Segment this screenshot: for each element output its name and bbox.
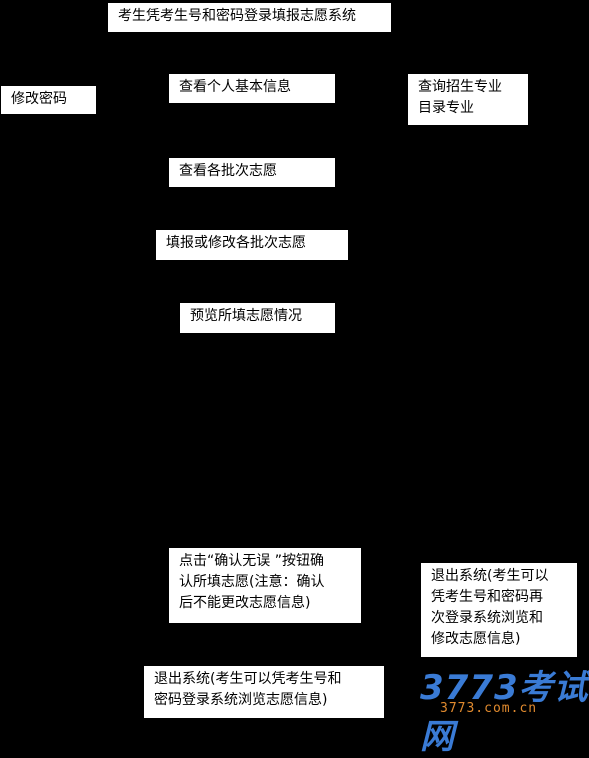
- node-preview-text: 预览所填志愿情况: [190, 308, 302, 324]
- node-exit-modify-line-1: 退出系统(考生可以: [431, 568, 549, 584]
- node-view-choices: 查看各批次志愿: [169, 158, 335, 187]
- node-change-password-text: 修改密码: [11, 91, 67, 107]
- node-view-info-text: 查看个人基本信息: [179, 79, 291, 95]
- node-exit-modify-line-4: 修改志愿信息): [431, 631, 521, 647]
- watermark-url-text: 3773.com.cn: [440, 701, 538, 716]
- node-fill-choices-text: 填报或修改各批次志愿: [166, 235, 306, 251]
- node-exit-modify-line-3: 次登录系统浏览和: [431, 610, 543, 626]
- node-view-info: 查看个人基本信息: [169, 74, 335, 103]
- node-confirm-line-3: 后不能更改志愿信息): [179, 595, 311, 611]
- node-browse-majors: 查询招生专业 目录专业: [408, 74, 528, 125]
- node-change-password: 修改密码: [1, 86, 96, 114]
- node-exit-modify-line-2: 凭考生号和密码再: [431, 589, 543, 605]
- node-view-choices-text: 查看各批次志愿: [179, 163, 277, 179]
- watermark-logo: 3773考试网 3773.com.cn: [412, 660, 589, 757]
- node-exit-browse: 退出系统(考生可以凭考生号和 密码登录系统浏览志愿信息): [144, 666, 384, 718]
- node-confirm-line-2: 认所填志愿(注意：确认: [179, 574, 325, 590]
- node-fill-choices: 填报或修改各批次志愿: [156, 230, 348, 260]
- node-title-text: 考生凭考生号和密码登录填报志愿系统: [118, 8, 356, 24]
- node-browse-majors-line-1: 查询招生专业: [418, 79, 502, 95]
- node-confirm: 点击“确认无误 ”按钮确 认所填志愿(注意：确认 后不能更改志愿信息): [169, 548, 361, 623]
- node-exit-browse-line-1: 退出系统(考生可以凭考生号和: [154, 671, 342, 687]
- node-browse-majors-line-2: 目录专业: [418, 100, 474, 116]
- node-preview: 预览所填志愿情况: [180, 303, 335, 333]
- node-confirm-line-1: 点击“确认无误 ”按钮确: [179, 553, 324, 569]
- node-title: 考生凭考生号和密码登录填报志愿系统: [108, 3, 391, 32]
- node-exit-browse-line-2: 密码登录系统浏览志愿信息): [154, 692, 328, 708]
- node-exit-modify: 退出系统(考生可以 凭考生号和密码再 次登录系统浏览和 修改志愿信息): [421, 563, 577, 657]
